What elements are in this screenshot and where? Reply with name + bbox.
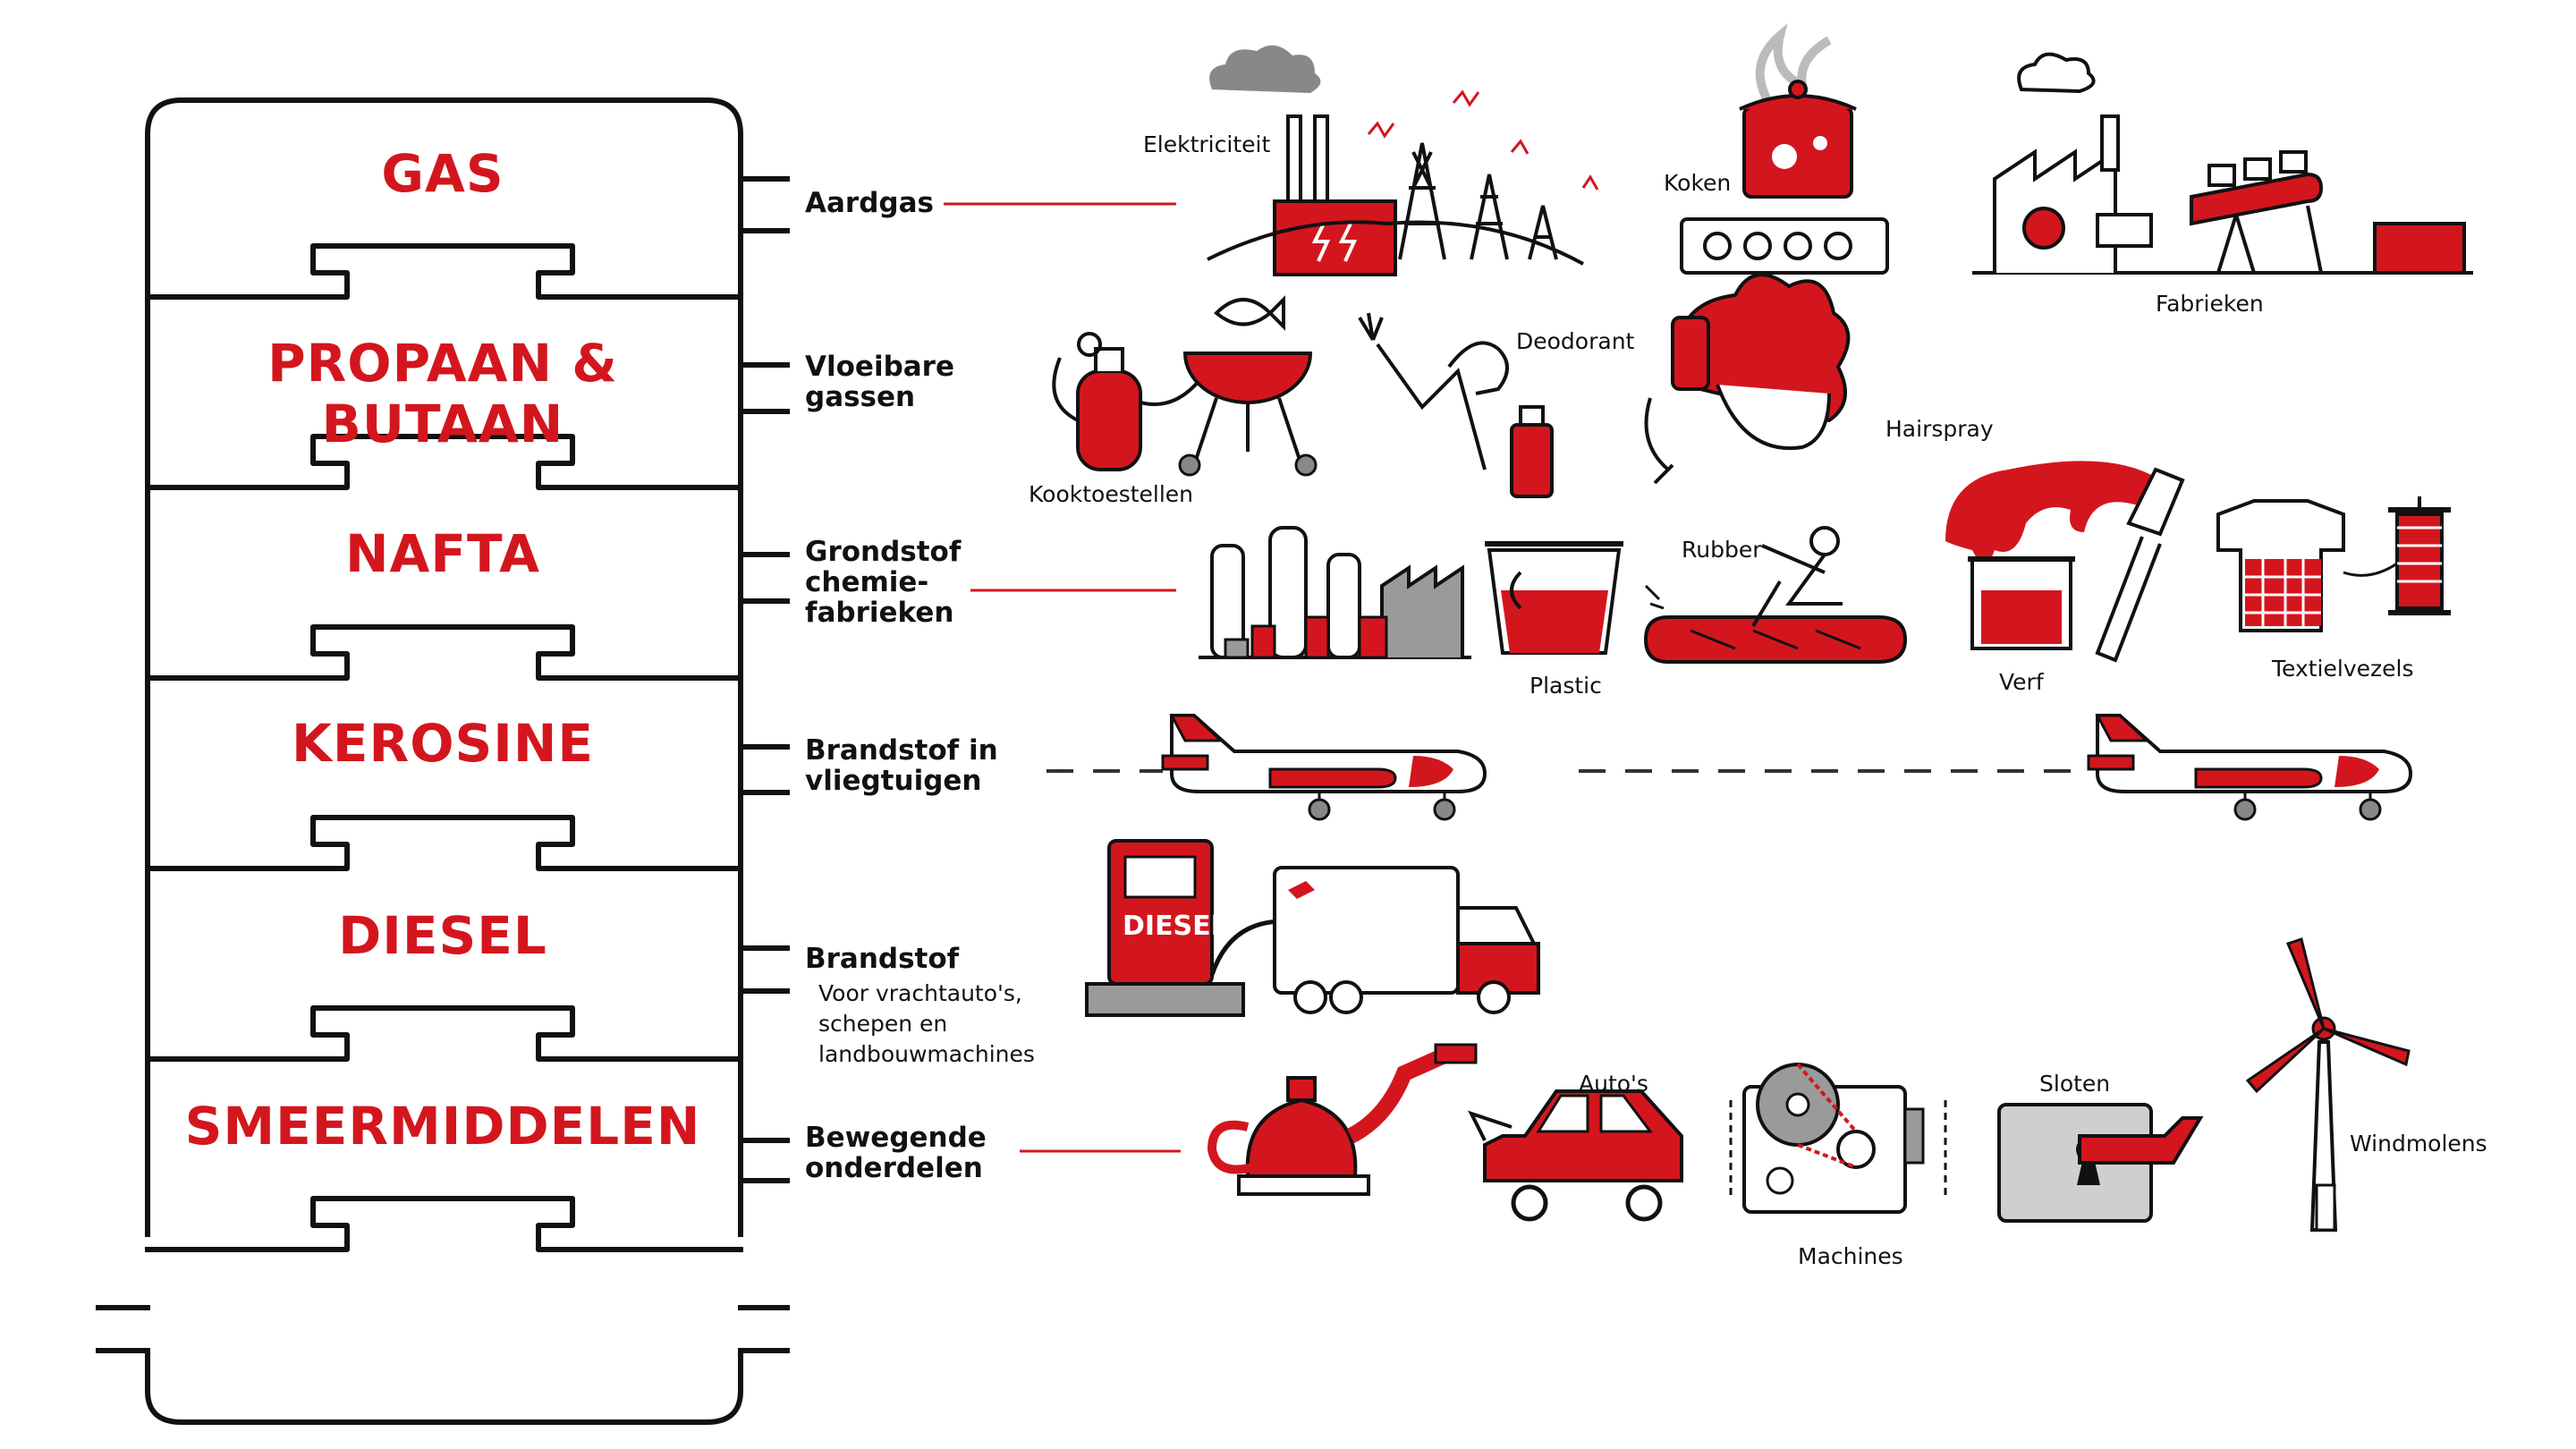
fraction-gas-label: GAS	[381, 143, 504, 204]
airplane-icon	[1161, 714, 1487, 821]
product-elektriciteit-label: Elektriciteit	[1143, 131, 1271, 157]
fraction-nafta-label: NAFTA	[345, 523, 540, 584]
fraction-smeermiddelen-label: SMEERMIDDELEN	[184, 1096, 701, 1157]
rubber-boat-icon	[1643, 526, 1908, 664]
deodorant-person-icon	[1358, 312, 1554, 498]
product-fabrieken-label: Fabrieken	[2156, 291, 2264, 317]
car-icon	[1468, 1089, 1683, 1222]
product-sloten-label: Sloten	[2039, 1071, 2111, 1097]
product-hairspray-label: Hairspray	[1885, 416, 1994, 442]
paint-can-brush-icon	[1945, 461, 2185, 663]
bbq-gas-bottle-icon	[1052, 295, 1318, 477]
factory-icon	[1972, 52, 2473, 275]
product-autos-label: Auto's	[1579, 1071, 1648, 1097]
product-deodorant-label: Deodorant	[1516, 328, 1635, 354]
product-machines-label: Machines	[1798, 1243, 1903, 1269]
machine-icon	[1729, 1063, 1947, 1214]
product-rubber-label: Rubber	[1682, 537, 1762, 563]
use-brandstof-label: Brandstof	[805, 943, 960, 975]
plastic-bucket-icon	[1485, 541, 1623, 655]
use-grondstof-label: Grondstof chemie- fabrieken	[805, 536, 962, 629]
diesel-pump-icon	[1085, 839, 1410, 1017]
diesel-note: Voor vrachtauto's, schepen en landbouwma…	[818, 980, 1035, 1067]
use-vloeibare-gassen-label: Vloeibare gassen	[805, 351, 954, 413]
lock-icon	[1997, 1103, 2204, 1223]
use-bewegende-onderdelen-label: Bewegende onderdelen	[805, 1122, 987, 1184]
cooking-pot-icon	[1680, 22, 1889, 275]
product-plastic-label: Plastic	[1530, 673, 1602, 699]
truck-icon	[1273, 866, 1540, 1014]
column-body	[145, 97, 743, 1425]
chemical-plant-icon	[1199, 526, 1471, 659]
column-trays	[145, 243, 743, 1252]
diesel-pump-sign: DIESEL	[1123, 911, 1228, 942]
connector-lines	[944, 202, 1181, 1153]
product-verf-label: Verf	[1999, 669, 2044, 695]
column-outlets	[738, 176, 790, 1183]
power-plant-icon	[1207, 45, 1599, 276]
product-textielvezels-label: Textielvezels	[2272, 656, 2414, 682]
product-kooktoestellen-label: Kooktoestellen	[1029, 481, 1194, 507]
fraction-propaan-butaan-label: PROPAAN & BUTAAN	[267, 333, 618, 454]
use-vliegtuigen-label: Brandstof in vliegtuigen	[805, 734, 998, 797]
airplane-icon-2	[2087, 714, 2413, 821]
hairspray-person-icon	[1644, 273, 1851, 485]
textile-shirt-spool-icon	[2216, 496, 2451, 632]
use-aardgas-label: Aardgas	[805, 187, 934, 219]
product-windmolens-label: Windmolens	[2350, 1131, 2487, 1157]
column-base-lines	[96, 1305, 790, 1353]
oil-can-icon	[1207, 1043, 1478, 1196]
windmill-icon	[2245, 937, 2411, 1232]
product-koken-label: Koken	[1664, 170, 1732, 196]
fraction-diesel-label: DIESEL	[338, 905, 547, 966]
fraction-kerosine-label: KEROSINE	[291, 713, 595, 774]
